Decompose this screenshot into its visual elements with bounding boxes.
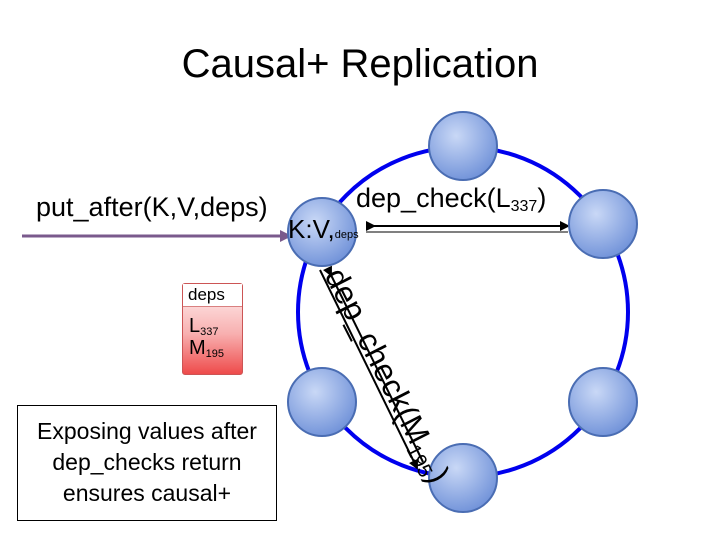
- note-line: dep_checks return: [52, 449, 242, 475]
- deps-box-title: deps: [188, 285, 225, 304]
- deps-item-name: M: [189, 337, 206, 359]
- dep-check-top-label: dep_check(L337): [356, 183, 547, 215]
- replica-node-upper-left[interactable]: [287, 197, 357, 267]
- replica-node-upper-right[interactable]: [568, 189, 638, 259]
- dep-check-top-sub: 337: [510, 198, 538, 215]
- deps-box: deps L337 M195: [182, 283, 243, 375]
- dep-check-top-close: ): [537, 183, 547, 213]
- dep-check-diag-arrow-2: [319, 269, 418, 470]
- slide-title: Causal+ Replication: [181, 42, 539, 86]
- deps-item-sub: 195: [205, 348, 225, 360]
- replica-node-bottom[interactable]: [428, 443, 498, 513]
- replica-node-top[interactable]: [428, 111, 498, 181]
- dep-check-top-text: dep_check(L: [356, 183, 511, 213]
- kv-label-sub: deps: [334, 229, 359, 241]
- dep-check-diag-arrow-1: [322, 265, 424, 463]
- deps-item-name: L: [189, 315, 201, 337]
- explanation-note: Exposing values after dep_checks return …: [17, 405, 277, 521]
- deps-box-header: deps: [183, 284, 242, 307]
- replica-node-lower-left[interactable]: [287, 367, 357, 437]
- deps-item: L337: [189, 315, 218, 338]
- replica-node-lower-right[interactable]: [568, 367, 638, 437]
- note-line: Exposing values after: [37, 418, 257, 444]
- kv-label-text: K:V,: [288, 214, 335, 244]
- deps-item-sub: 337: [200, 326, 219, 338]
- note-line: ensures causal+: [62, 480, 232, 506]
- put-after-label: put_after(K,V,deps): [36, 192, 268, 222]
- deps-item: M195: [189, 337, 224, 360]
- kv-label: K:V,deps: [288, 214, 359, 245]
